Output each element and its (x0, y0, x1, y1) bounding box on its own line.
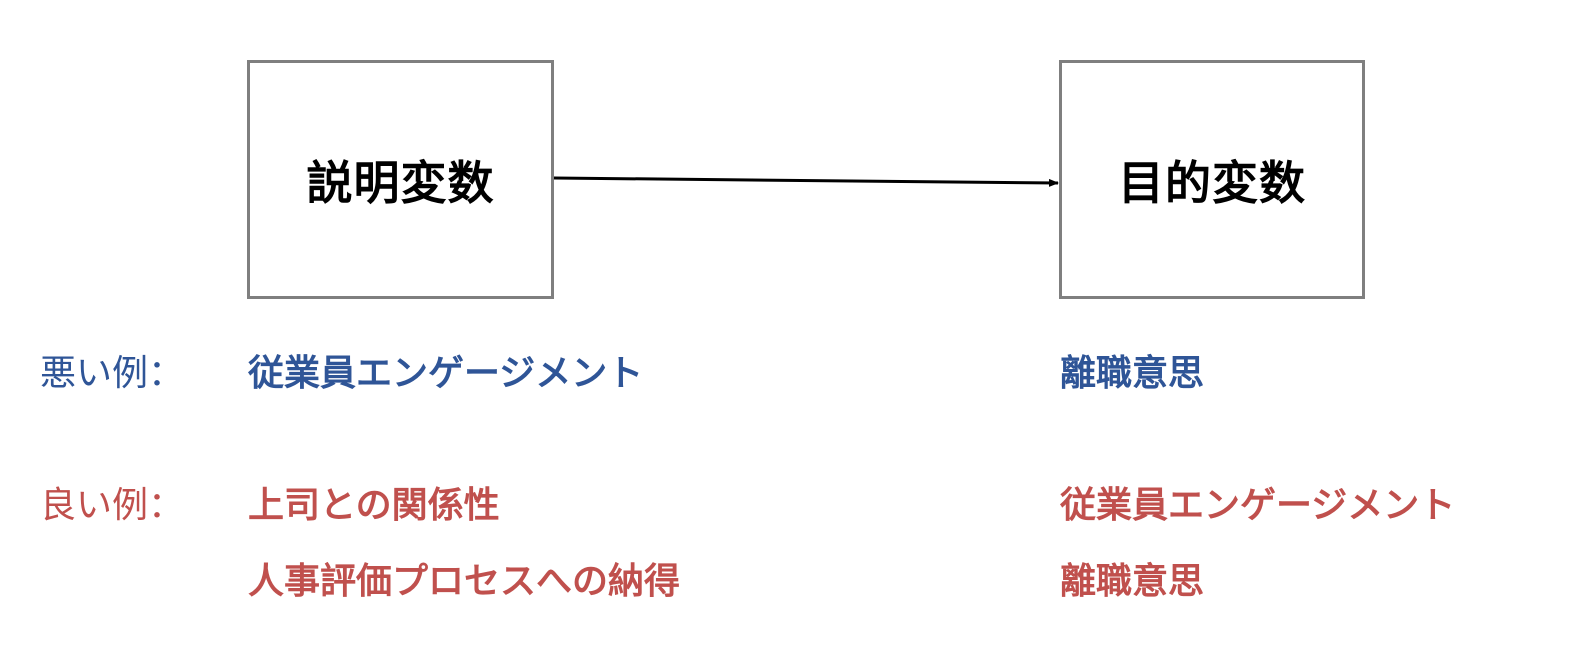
explanatory-variable-label: 説明変数 (306, 155, 495, 210)
good-example-2-explanatory: 人事評価プロセスへの納得 (248, 561, 681, 602)
target-variable-box: 目的変数 (1059, 60, 1365, 299)
good-example-label: 良い例： (40, 485, 185, 526)
good-example-2-target: 離職意思 (1060, 561, 1205, 602)
good-example-1-explanatory: 上司との関係性 (248, 485, 500, 526)
explanatory-variable-box: 説明変数 (247, 60, 554, 299)
arrow-line (553, 176, 1059, 187)
bad-example-target: 離職意思 (1060, 353, 1205, 394)
target-variable-label: 目的変数 (1118, 155, 1306, 210)
bad-example-explanatory: 従業員エンゲージメント (248, 353, 644, 394)
good-example-1-target: 従業員エンゲージメント (1060, 485, 1456, 526)
bad-example-label: 悪い例： (40, 353, 185, 394)
